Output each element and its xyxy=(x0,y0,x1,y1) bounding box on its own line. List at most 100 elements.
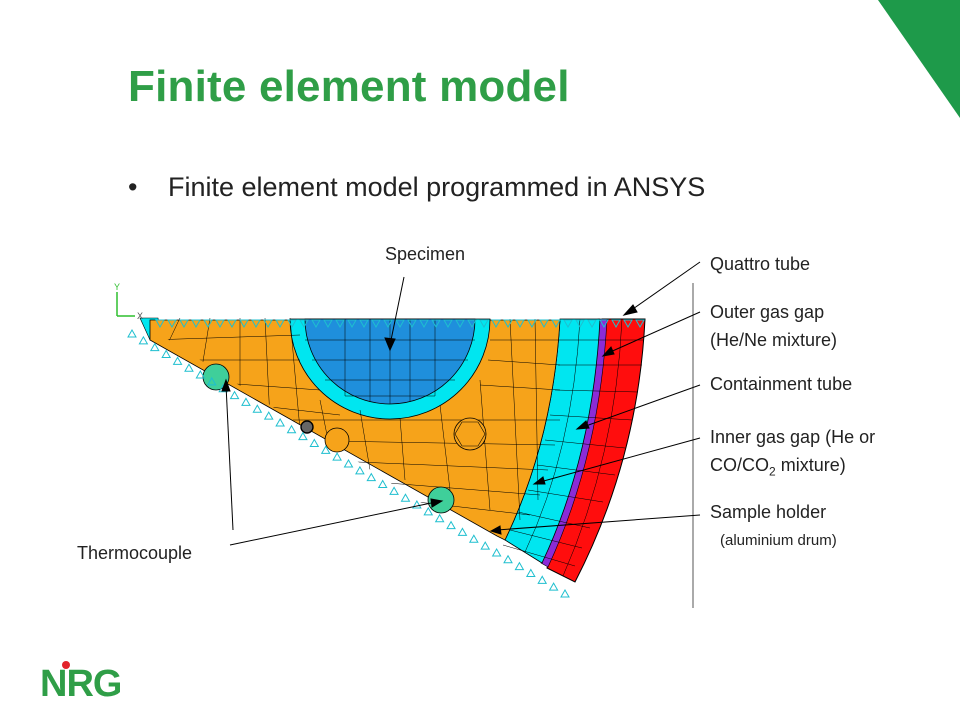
boundary-triangle xyxy=(347,319,357,329)
boundary-triangle xyxy=(355,465,365,475)
boundary-triangle xyxy=(227,319,237,329)
boundary-triangle xyxy=(299,319,309,329)
boundary-triangle xyxy=(514,561,525,571)
boundary-triangle xyxy=(491,319,501,329)
boundary-triangle xyxy=(252,404,263,413)
specimen-mesh xyxy=(305,319,475,404)
label-quattro-tube: Quattro tube xyxy=(710,254,811,274)
boundary-triangle xyxy=(560,588,570,598)
boundary-triangle xyxy=(457,527,468,536)
boundary-triangle xyxy=(635,319,645,329)
boundary-triangle xyxy=(515,319,525,329)
label-containment-tube: Containment tube xyxy=(710,374,853,394)
axis-x-label: X xyxy=(137,311,143,321)
boundary-triangle xyxy=(623,319,633,329)
boundary-triangle xyxy=(537,575,548,584)
boundary-triangle xyxy=(548,582,559,591)
boundary-triangle xyxy=(203,319,213,329)
thermocouple-hole-top xyxy=(202,363,230,391)
inner-gas-gap-co: CO/CO xyxy=(710,455,770,475)
hole-middle-right xyxy=(453,417,487,451)
boundary-triangle xyxy=(155,319,165,329)
boundary-triangle xyxy=(407,319,417,329)
label-inner-gas-gap-line1: Inner gas gap (He or xyxy=(710,427,876,447)
boundary-triangle xyxy=(263,411,274,420)
boundary-triangle xyxy=(366,472,377,482)
boundary-triangle xyxy=(286,424,297,434)
boundary-triangle xyxy=(241,397,251,406)
boundary-triangle xyxy=(167,319,177,329)
label-outer-gas-gap-line2: (He/Ne mixture) xyxy=(710,330,838,350)
axis-y-label: Y xyxy=(114,282,120,292)
boundary-triangle xyxy=(149,342,160,352)
logo-dot xyxy=(62,661,70,669)
boundary-triangle xyxy=(599,319,609,329)
boundary-triangle xyxy=(127,328,137,338)
callout-arrows xyxy=(221,261,701,546)
boundary-triangle xyxy=(480,541,491,550)
boundary-symbols-top xyxy=(155,319,645,329)
boundary-triangle xyxy=(161,349,172,359)
boundary-triangle xyxy=(332,452,342,461)
boundary-triangle xyxy=(335,319,345,329)
hole-middle-right-octagon xyxy=(454,421,486,447)
inner-gas-gap-mixture: mixture) xyxy=(775,455,846,475)
label-thermocouple: Thermocouple xyxy=(77,543,193,563)
slide-title: Finite element model xyxy=(128,62,570,111)
boundary-triangle xyxy=(443,319,453,329)
boundary-triangle xyxy=(575,319,585,329)
boundary-triangle xyxy=(395,319,405,329)
boundary-triangle xyxy=(563,319,573,329)
boundary-triangle xyxy=(320,445,331,454)
boundary-triangle xyxy=(479,319,489,329)
boundary-triangle xyxy=(343,458,354,468)
label-inner-gas-gap-line2: CO/CO2 mixture) xyxy=(710,453,846,485)
boundary-triangle xyxy=(389,486,399,495)
boundary-triangle xyxy=(229,390,240,400)
boundary-triangle xyxy=(309,438,320,447)
boundary-triangle xyxy=(172,356,183,365)
boundary-triangle xyxy=(298,431,308,441)
boundary-triangle xyxy=(551,319,561,329)
thermocouple-hole-bottom xyxy=(427,486,455,514)
boundary-triangle xyxy=(491,547,502,557)
inner-gas-gap-subscript: 2 xyxy=(769,464,776,479)
boundary-triangle xyxy=(263,319,273,329)
nrg-logo: NRG xyxy=(40,661,120,702)
boundary-triangle xyxy=(184,363,194,372)
boundary-triangle xyxy=(431,319,441,329)
boundary-triangle xyxy=(377,479,388,489)
boundary-triangle xyxy=(503,319,513,329)
tube-mesh xyxy=(502,318,644,577)
boundary-triangle xyxy=(138,335,149,345)
boundary-triangle xyxy=(359,319,369,329)
hole-middle-left xyxy=(324,427,350,453)
bullet-text: Finite element model programmed in ANSYS xyxy=(168,172,706,202)
bullet-dot: • xyxy=(128,172,138,202)
label-specimen: Specimen xyxy=(385,244,466,264)
boundary-triangle xyxy=(239,319,249,329)
boundary-triangle xyxy=(611,319,621,329)
label-sample-holder-note: (aluminium drum) xyxy=(720,532,837,549)
boundary-triangle xyxy=(525,568,536,577)
label-sample-holder: Sample holder xyxy=(710,502,827,522)
boundary-triangle xyxy=(251,319,261,329)
boundary-triangle xyxy=(446,520,456,530)
boundary-triangle xyxy=(206,376,217,386)
boundary-triangle xyxy=(215,319,225,329)
boundary-triangle xyxy=(275,417,285,427)
boundary-triangle xyxy=(434,513,445,523)
bullet-item: • Finite element model programmed in ANSY… xyxy=(128,172,705,203)
boundary-triangle xyxy=(455,319,465,329)
label-outer-gas-gap-line1: Outer gas gap xyxy=(710,302,825,322)
boundary-triangle xyxy=(419,319,429,329)
boundary-symbols-diagonal xyxy=(127,328,570,598)
boundary-triangle xyxy=(468,534,479,543)
reference-point-marker xyxy=(300,420,314,434)
boundary-triangle xyxy=(467,319,477,329)
boundary-triangle xyxy=(191,319,201,329)
boundary-triangle xyxy=(400,493,411,502)
logo-text: NRG xyxy=(40,663,120,702)
